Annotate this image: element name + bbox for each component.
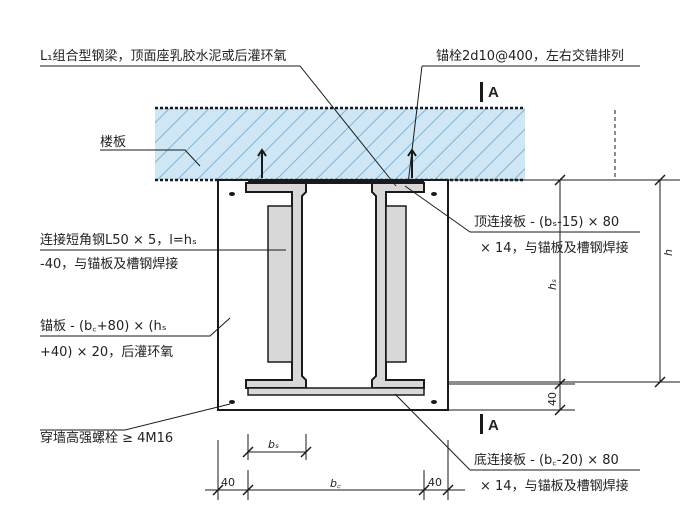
dim-left-40: 40 xyxy=(221,476,235,489)
bolt-bottom-left xyxy=(229,400,235,404)
slab-anchor-bolts xyxy=(257,148,417,178)
label-short-angle-1: 连接短角钢L50 × 5，l=hₛ xyxy=(40,232,197,248)
wall-bolts xyxy=(229,192,437,404)
bolt-bottom-right xyxy=(431,400,437,404)
dim-bc: b꜀ xyxy=(330,477,341,490)
bolt-top-right xyxy=(431,192,437,196)
label-anchor-bolt: 锚栓2d10@400，左右交错排列 xyxy=(436,48,624,64)
label-short-angle-2: -40，与锚板及槽钢焊接 xyxy=(40,256,178,272)
label-wall-bolt: 穿墙高强螺栓 ≥ 4M16 xyxy=(40,430,173,446)
label-bottom-plate-2: × 14，与锚板及槽钢焊接 xyxy=(480,478,629,494)
dimension-ticks xyxy=(212,174,666,496)
label-top-plate-2: × 14，与锚板及槽钢焊接 xyxy=(480,240,629,256)
dim-bottom-40: 40 xyxy=(546,392,559,406)
dim-right-40: 40 xyxy=(428,476,442,489)
dim-hs: hₛ xyxy=(546,279,559,290)
section-cut-bar-bottom xyxy=(480,414,483,434)
label-anchor-plate-2: +40) × 20，后灌环氧 xyxy=(40,345,173,360)
label-bottom-plate-1: 底连接板 - (b꜀-20) × 80 xyxy=(474,452,619,468)
top-connection-plate xyxy=(248,180,424,184)
label-slab: 楼板 xyxy=(100,135,126,150)
right-short-angle xyxy=(385,205,407,363)
label-top-plate-1: 顶连接板 - (bₛ-15) × 80 xyxy=(474,214,619,230)
label-anchor-plate-1: 锚板 - (b꜀+80) × (hₛ xyxy=(40,319,167,334)
section-cut-bar-top xyxy=(480,82,483,102)
leader-lines xyxy=(40,65,640,471)
dimension-lines xyxy=(205,110,680,500)
left-short-angle xyxy=(267,205,293,363)
bolt-top-left xyxy=(229,192,235,196)
label-l1-beam: L₁组合型钢梁，顶面座乳胶水泥或后灌环氧 xyxy=(40,48,286,64)
floor-slab xyxy=(155,108,525,180)
dim-h: h xyxy=(662,249,675,256)
bottom-connection-plate xyxy=(247,387,425,396)
section-mark-top: A xyxy=(488,84,499,101)
dim-bs: bₛ xyxy=(268,438,279,451)
section-mark-bottom: A xyxy=(488,417,499,434)
anchor-plate-outline xyxy=(217,179,449,411)
